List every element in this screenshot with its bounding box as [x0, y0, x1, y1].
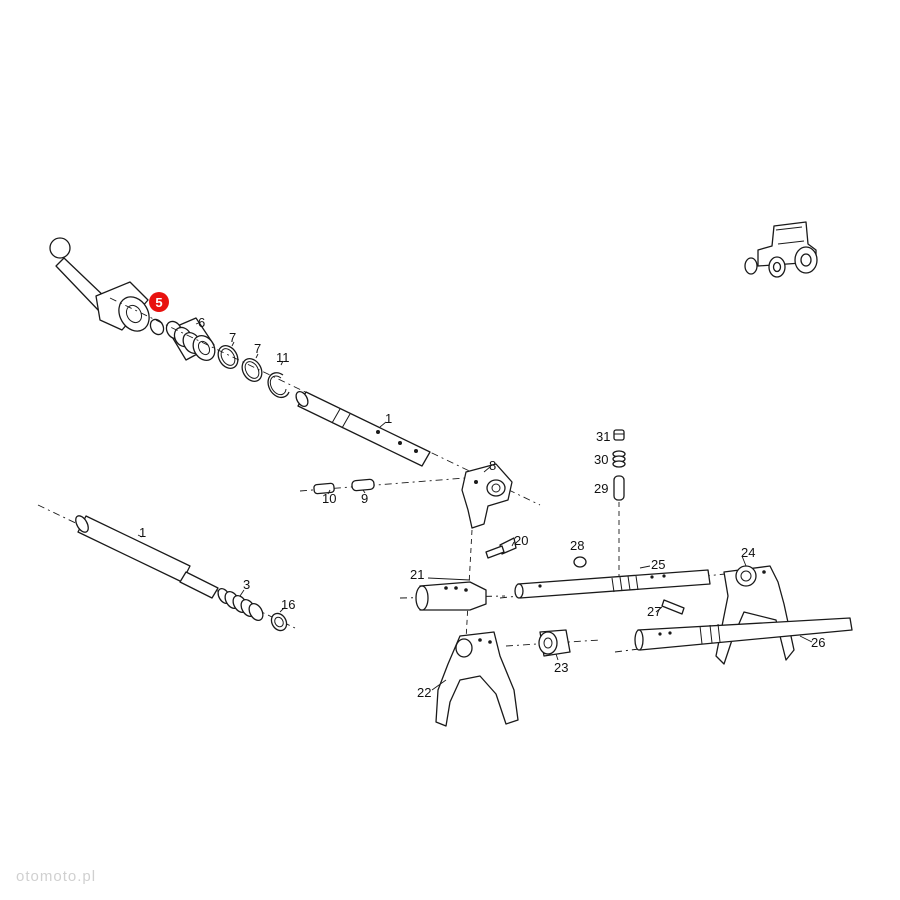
bracket-21	[399, 581, 506, 611]
label-20: 20	[514, 533, 528, 548]
label-24: 24	[741, 545, 755, 560]
label-7a: 7	[229, 330, 236, 345]
label-11: 11	[276, 350, 290, 365]
nut-23	[505, 629, 601, 657]
bolt-20	[485, 537, 517, 559]
label-10: 10	[322, 491, 336, 506]
label-1-upper: 1	[385, 411, 392, 426]
spring-3	[217, 587, 264, 622]
label-3: 3	[243, 577, 250, 592]
label-9: 9	[361, 491, 368, 506]
selector-finger-8	[461, 463, 513, 529]
label-25: 25	[651, 557, 665, 572]
cap-16	[270, 612, 288, 632]
shift-fork-24	[715, 565, 795, 665]
plug-31	[613, 429, 625, 441]
shift-shaft-1-lower	[37, 504, 296, 629]
tractor-icon	[744, 221, 818, 278]
watermark: otomoto.pl	[16, 868, 97, 885]
label-29: 29	[594, 481, 608, 496]
plunger-29	[613, 475, 625, 580]
shift-shaft-1-upper	[109, 297, 541, 506]
spring-30	[612, 450, 626, 468]
highlight-marker-5[interactable]: 5	[149, 292, 169, 312]
ring-7a	[217, 345, 239, 369]
label-28: 28	[570, 538, 584, 553]
shift-rail-26	[614, 617, 853, 653]
shift-fork-22	[435, 631, 519, 727]
bellows-6	[165, 317, 216, 361]
label-22: 22	[417, 685, 431, 700]
leader-lines	[137, 321, 813, 691]
label-31: 31	[596, 429, 610, 444]
detent-28	[573, 556, 587, 568]
o-ring-5	[149, 318, 165, 336]
label-1-lower: 1	[139, 525, 146, 540]
ring-7b	[241, 358, 263, 382]
label-21: 21	[410, 567, 424, 582]
label-5: 5	[155, 295, 162, 310]
label-27: 27	[647, 604, 661, 619]
gear-lever	[49, 237, 150, 332]
label-30: 30	[594, 452, 608, 467]
label-8: 8	[489, 458, 496, 473]
pin-9	[351, 478, 375, 492]
pin-27	[661, 599, 685, 615]
circlip-11	[267, 372, 290, 399]
label-16: 16	[281, 597, 295, 612]
label-23: 23	[554, 660, 568, 675]
label-7b: 7	[254, 341, 261, 356]
label-26: 26	[811, 635, 825, 650]
shift-rail-25	[499, 569, 726, 599]
label-6: 6	[198, 315, 205, 330]
